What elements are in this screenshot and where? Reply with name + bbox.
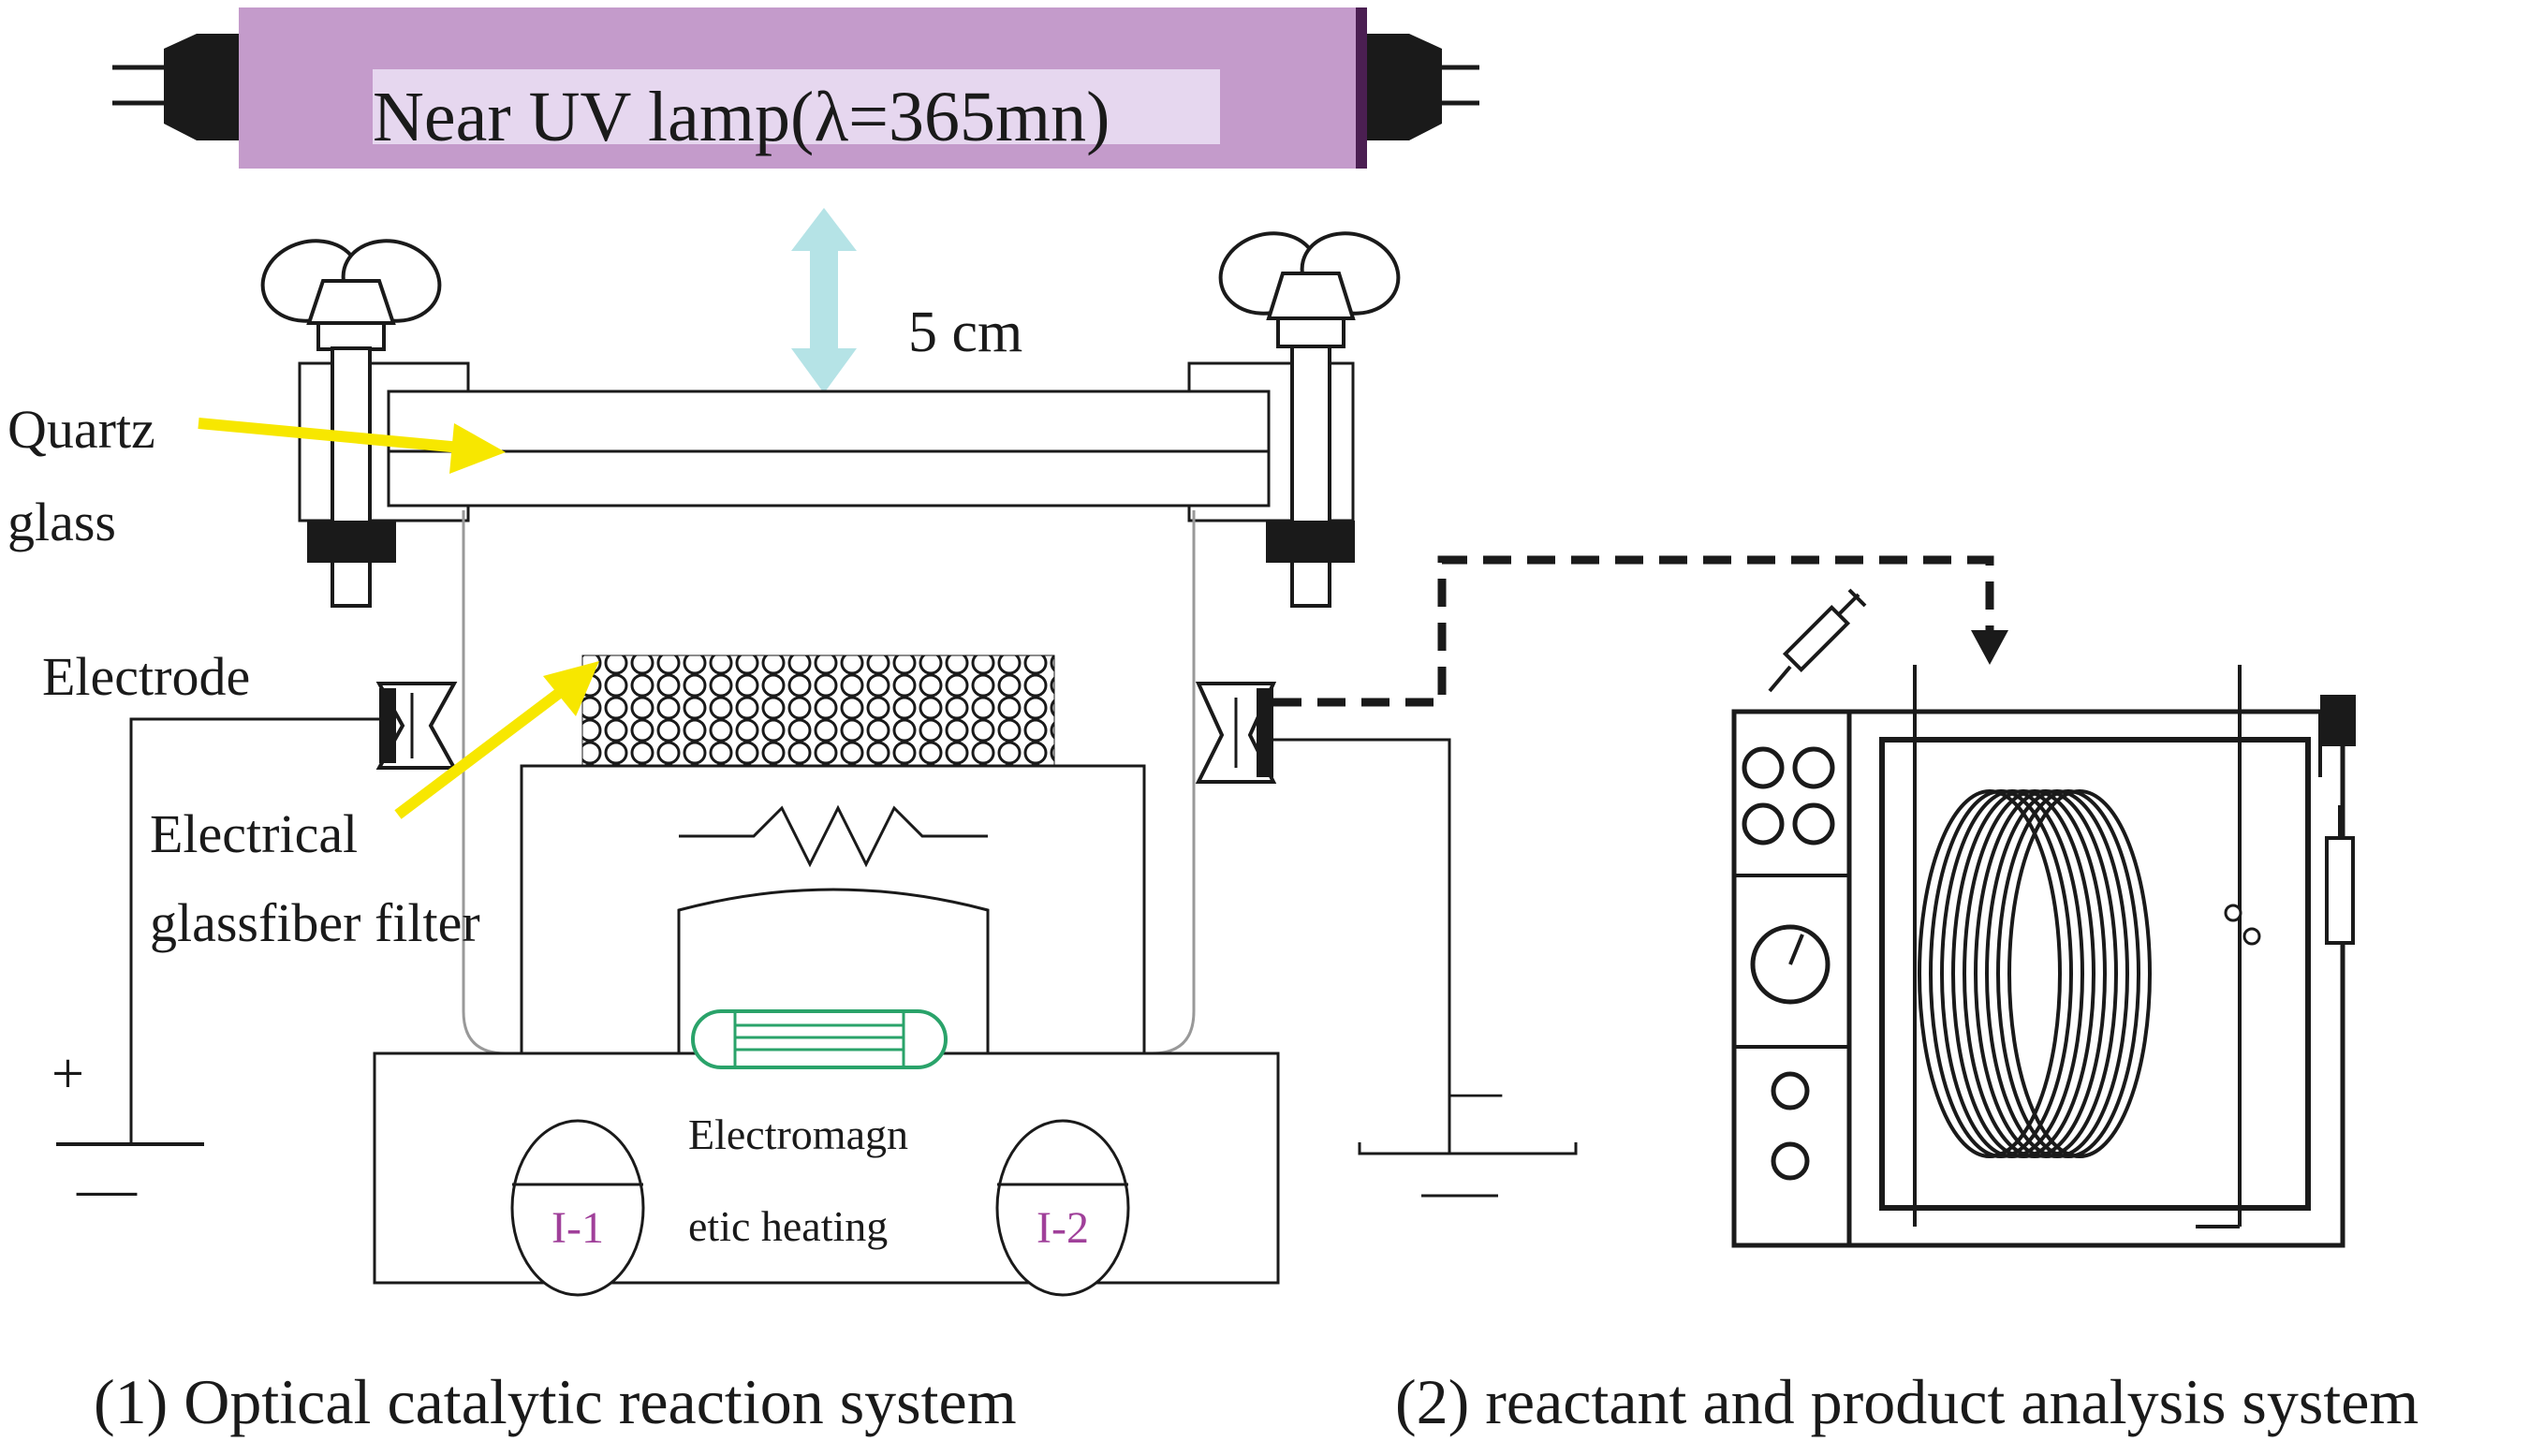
- filter-mesh: [582, 655, 1054, 768]
- gc-button-1: [1771, 1071, 1810, 1110]
- negative-terminal-label-right: —: [1448, 1062, 1503, 1120]
- gc-coil-loop: [1985, 789, 2129, 1158]
- caption-reaction-system: (1) Optical catalytic reaction system: [94, 1366, 1017, 1437]
- gc-coil-loop: [1996, 789, 2140, 1158]
- resistor-icon: [679, 804, 988, 868]
- coil-icon: [691, 1009, 948, 1069]
- gc-fitting-2: [2242, 927, 2261, 946]
- distance-indicator: 5 cm: [791, 208, 1022, 393]
- heating-label-line2: etic heating: [688, 1202, 888, 1250]
- gas-chromatograph: [1731, 588, 2356, 1248]
- gc-coil-loop: [1974, 789, 2118, 1158]
- glassfiber-filter: [581, 654, 1055, 769]
- port-right-label: I-2: [1037, 1203, 1089, 1253]
- nut-right: [1266, 521, 1355, 563]
- port-left-label: I-1: [551, 1203, 604, 1253]
- distance-label: 5 cm: [908, 301, 1022, 364]
- syringe-plunger-cap: [1847, 588, 1867, 608]
- gc-knob-2: [1792, 746, 1835, 789]
- caption-analysis-system: (2) reactant and product analysis system: [1395, 1366, 2419, 1437]
- pointer-arrow-filter: [394, 661, 599, 819]
- nut-left: [307, 521, 396, 563]
- wing-right-hub: [1266, 272, 1356, 320]
- wing-right-base: [1276, 316, 1345, 348]
- right-circuit: —: [1273, 738, 1578, 1198]
- syringe-barrel: [1782, 604, 1851, 673]
- gc-knob-4: [1792, 802, 1835, 846]
- heating-label-line1: Electromagn: [688, 1110, 908, 1158]
- lamp-label-background: [373, 69, 1220, 144]
- gc-coil-loop: [2007, 789, 2152, 1158]
- pointer-arrow-quartz-head: [449, 423, 506, 474]
- bolt-right: [1290, 345, 1331, 608]
- gc-side-clamp: [2320, 695, 2356, 746]
- gc-side-valve: [2325, 836, 2355, 945]
- electrode-right-plate: [1257, 688, 1273, 777]
- quartz-label-line1: Quartz: [7, 399, 155, 460]
- gc-coil-loop: [1963, 789, 2107, 1158]
- left-circuit: + —: [51, 717, 379, 1221]
- gc-coil-loop: [1929, 789, 2073, 1158]
- pointer-arrow-filter-shaft: [394, 686, 566, 819]
- gc-button-2: [1771, 1141, 1810, 1181]
- filter-label-line1: Electrical: [150, 803, 358, 864]
- positive-terminal-label: +: [51, 1042, 84, 1106]
- bolt-left: [331, 346, 372, 608]
- left-wire: [129, 717, 379, 1142]
- pointer-arrow-filter-head: [543, 661, 599, 716]
- quartz-plate-outline: [387, 390, 1271, 507]
- quartz-glass-plate: [387, 390, 1271, 507]
- electrode-left: [375, 682, 458, 770]
- lamp-cap-right: [1367, 34, 1442, 140]
- ground-bracket: [1358, 1142, 1578, 1155]
- wing-left-hub: [306, 279, 396, 325]
- negative-terminal-label-left: —: [76, 1155, 138, 1221]
- port-right-outline: [995, 1119, 1130, 1297]
- gc-coil-loop: [1918, 789, 2062, 1158]
- gc-fitting-1: [2224, 904, 2242, 922]
- gc-knob-1: [1742, 746, 1785, 789]
- electrode-right: [1195, 682, 1277, 784]
- pointer-arrow-quartz: [198, 418, 506, 474]
- gc-coil-loop: [1951, 789, 2095, 1158]
- pointer-arrow-quartz-shaft: [198, 418, 462, 453]
- quartz-label-line2: glass: [7, 492, 116, 552]
- uv-lamp: Near UV lamp(λ=365mn): [112, 7, 1479, 169]
- gc-dial-needle: [1788, 934, 1804, 965]
- gc-knob-3: [1742, 802, 1785, 846]
- syringe-needle: [1768, 665, 1792, 693]
- coil-outline: [691, 1009, 948, 1069]
- heating-base: I-1 I-2 Electromagn etic heating: [373, 1009, 1280, 1297]
- sample-flow-arrowhead: [1971, 630, 2008, 665]
- syringe-icon: [1768, 588, 1867, 693]
- gc-coil-loop: [1940, 789, 2084, 1158]
- gc-column-coil: [1918, 789, 2152, 1158]
- port-left-outline: [510, 1119, 645, 1297]
- right-wire: [1273, 738, 1451, 1154]
- filter-label-line2: glassfiber filter: [150, 892, 480, 953]
- electrode-left-plate: [379, 688, 396, 763]
- lamp-label: Near UV lamp(λ=365mn): [373, 78, 1110, 156]
- electrode-label: Electrode: [42, 646, 250, 707]
- double-arrow-icon: [791, 208, 857, 393]
- lamp-tube-end: [1356, 7, 1367, 169]
- lamp-cap-left: [164, 34, 239, 140]
- wing-left-base: [316, 321, 386, 351]
- sample-flow-line: [1273, 555, 1994, 707]
